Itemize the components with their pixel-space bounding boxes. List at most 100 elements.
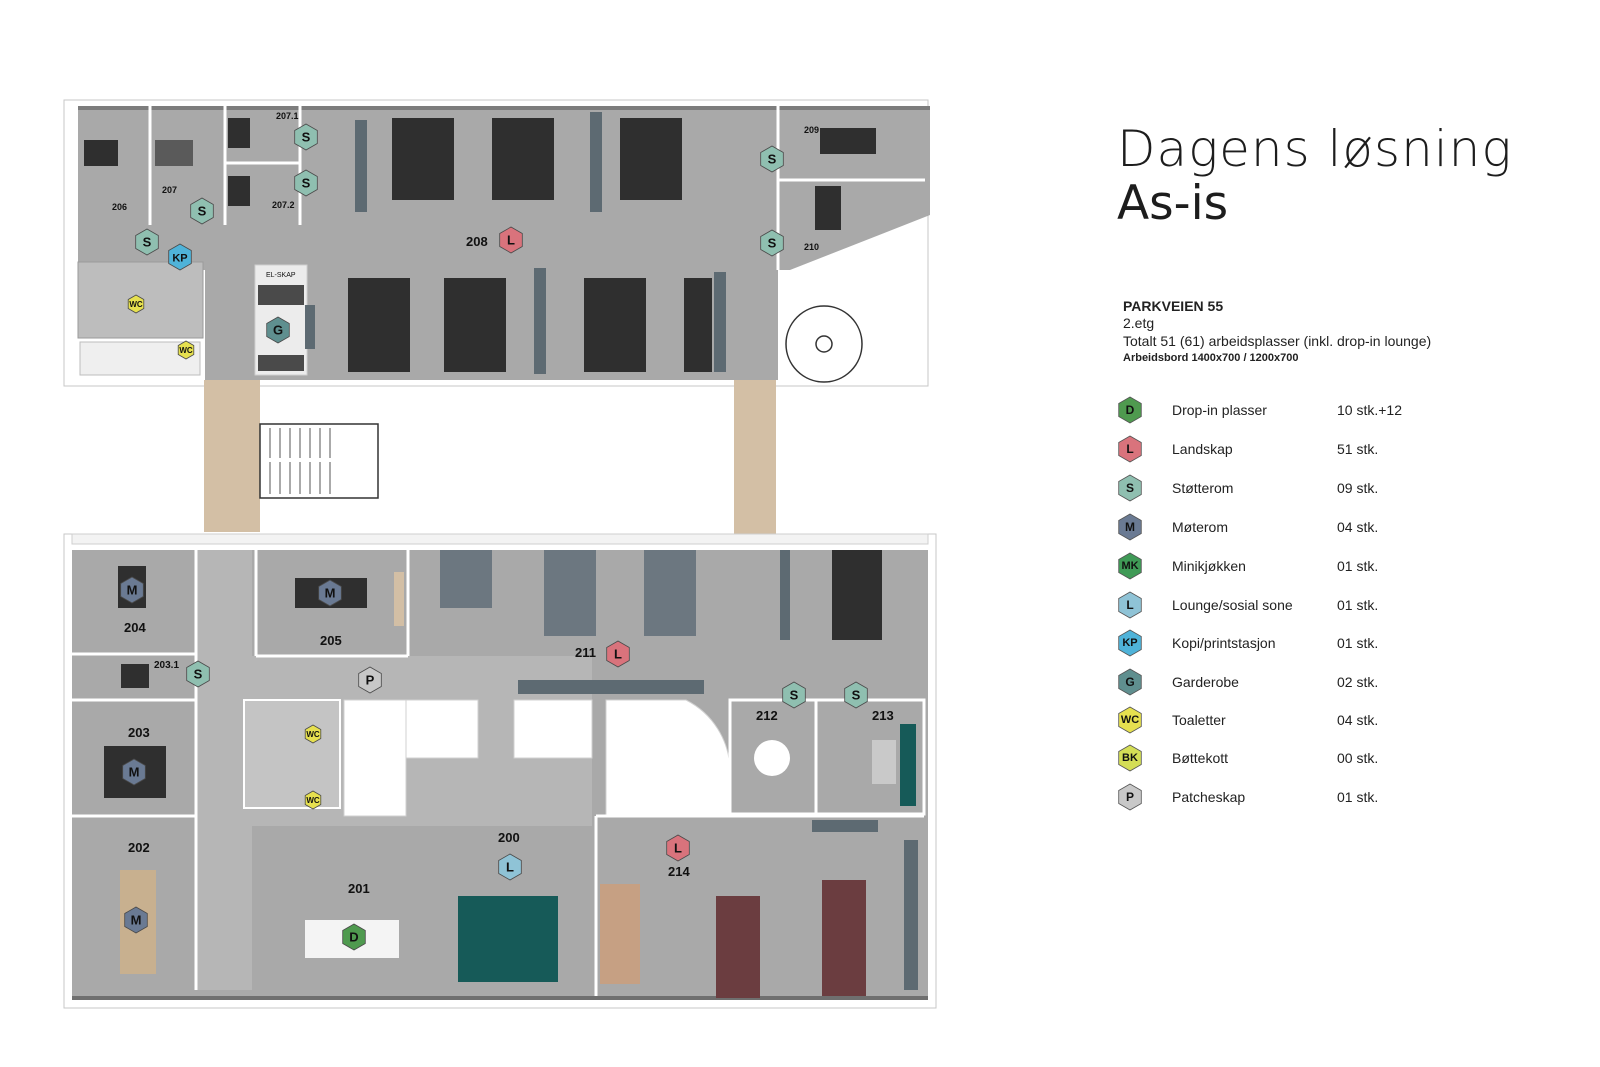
hexagon-icon (760, 229, 784, 257)
hexagon-icon (342, 923, 366, 951)
legend-row: KP Kopi/printstasjon 01 stk. (1116, 629, 1476, 657)
legend-row: G Garderobe 02 stk. (1116, 668, 1476, 696)
marker-code: WC (306, 730, 320, 739)
hexagon-icon (304, 724, 322, 744)
room-marker-s: S (294, 123, 318, 151)
legend-label: Bøttekott (1172, 750, 1229, 766)
bridge-right (734, 380, 776, 538)
legend-code: L (1126, 598, 1134, 612)
room-marker-l: L (499, 226, 523, 254)
legend-row: MK Minikjøkken 01 stk. (1116, 552, 1476, 580)
legend-code: WC (1120, 714, 1140, 726)
room-marker-s: S (135, 228, 159, 256)
marker-code: WC (179, 346, 193, 355)
room-number: 207.1 (276, 111, 299, 121)
address: PARKVEIEN 55 (1123, 298, 1224, 314)
marker-code: S (790, 688, 799, 703)
room-marker-m: M (318, 579, 342, 607)
legend-count: 10 stk.+12 (1337, 402, 1402, 418)
room-marker-d: D (342, 923, 366, 951)
marker-code: M (131, 913, 142, 928)
hexagon-icon (266, 316, 290, 344)
room-number: 203 (128, 725, 150, 740)
hexagon-icon (1116, 474, 1144, 502)
room-number: 207 (162, 185, 177, 195)
room-marker-g: G (266, 316, 290, 344)
legend-label: Drop-in plasser (1172, 402, 1267, 418)
room-marker-wc: WC (127, 294, 145, 314)
room-number: 203.1 (154, 660, 179, 671)
legend-code: BK (1122, 752, 1138, 764)
hexagon-icon (186, 660, 210, 688)
legend-row: BK Bøttekott 00 stk. (1116, 744, 1476, 772)
hexagon-icon (666, 834, 690, 862)
marker-code: M (325, 586, 336, 601)
marker-code: S (768, 152, 777, 167)
room-marker-kp: KP (168, 243, 192, 271)
marker-code: L (506, 860, 514, 875)
legend-row: D Drop-in plasser 10 stk.+12 (1116, 396, 1476, 424)
legend-count: 01 stk. (1337, 558, 1379, 574)
room-marker-s: S (844, 681, 868, 709)
legend-count: 04 stk. (1337, 519, 1379, 535)
hexagon-icon (177, 340, 195, 360)
legend-code: S (1125, 481, 1134, 495)
room-number: 213 (872, 708, 894, 723)
hexagon-icon (190, 197, 214, 225)
hexagon-icon (1116, 783, 1144, 811)
lower-wing (63, 533, 937, 1009)
marker-code: M (129, 765, 140, 780)
hexagon-icon (304, 790, 322, 810)
hexagon-icon (358, 666, 382, 694)
stairwell (259, 423, 379, 499)
legend-count: 09 stk. (1337, 480, 1379, 496)
legend-count: 51 stk. (1337, 441, 1379, 457)
hexagon-icon (168, 243, 192, 271)
marker-code: S (302, 176, 311, 191)
hexagon-icon (1116, 552, 1144, 580)
page-subtitle: As-is (1117, 176, 1229, 231)
room-number-layer: 206 207 207.1 207.2 208 209 210 204 205 … (112, 111, 894, 896)
legend-count: 01 stk. (1337, 789, 1379, 805)
hexagon-icon (1116, 706, 1144, 734)
room-number: 209 (804, 125, 819, 135)
room-marker-s: S (760, 145, 784, 173)
legend-count: 01 stk. (1337, 635, 1379, 651)
legend-count: 02 stk. (1337, 674, 1379, 690)
legend-code: P (1125, 790, 1134, 804)
marker-code: M (127, 583, 138, 598)
hexagon-icon (1116, 513, 1144, 541)
legend-code: G (1125, 675, 1135, 689)
legend-code: M (1125, 520, 1135, 534)
legend-row: L Lounge/sosial sone 01 stk. (1116, 591, 1476, 619)
room-label-el-skap: EL-SKAP (266, 272, 296, 279)
marker-code: WC (129, 300, 143, 309)
floor-label: 2.etg (1123, 315, 1155, 331)
room-marker-s: S (190, 197, 214, 225)
room-number: 212 (756, 708, 778, 723)
total-workplaces: Totalt 51 (61) arbeidsplasser (inkl. dro… (1123, 333, 1432, 349)
hexagon-icon (498, 853, 522, 881)
room-number: 214 (668, 864, 690, 879)
room-marker-s: S (294, 169, 318, 197)
info-block: PARKVEIEN 55 2.etg Totalt 51 (61) arbeid… (1123, 298, 1431, 364)
hexagon-icon (294, 169, 318, 197)
marker-code: S (852, 688, 861, 703)
desk-size: Arbeidsbord 1400x700 / 1200x700 (1123, 352, 1299, 364)
room-number: 210 (804, 242, 819, 252)
legend-row: L Landskap 51 stk. (1116, 435, 1476, 463)
hexagon-icon (318, 579, 342, 607)
marker-code: KP (172, 253, 187, 265)
legend-row: M Møterom 04 stk. (1116, 513, 1476, 541)
legend-label: Garderobe (1172, 674, 1239, 690)
hexagon-icon (1116, 629, 1144, 657)
room-marker-s: S (760, 229, 784, 257)
legend-label: Lounge/sosial sone (1172, 597, 1293, 613)
hexagon-icon (135, 228, 159, 256)
marker-code: L (674, 841, 682, 856)
room-number: 200 (498, 830, 520, 845)
hexagon-icon (1116, 435, 1144, 463)
legend-label: Landskap (1172, 441, 1233, 457)
